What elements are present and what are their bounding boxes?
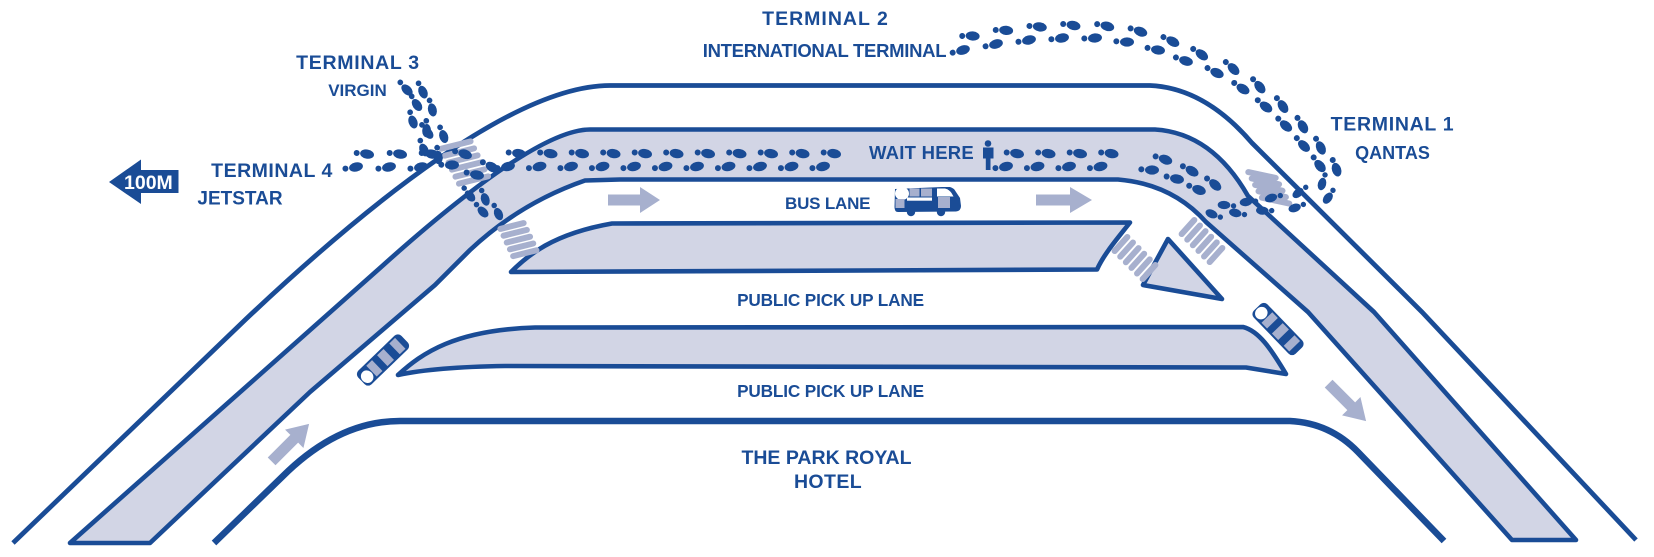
- svg-text:THE PARK ROYAL: THE PARK ROYAL: [741, 447, 911, 469]
- svg-text:100M: 100M: [124, 172, 173, 194]
- svg-text:TERMINAL 3: TERMINAL 3: [296, 52, 420, 74]
- svg-text:PUBLIC PICK UP LANE: PUBLIC PICK UP LANE: [737, 381, 924, 401]
- svg-text:BUS LANE: BUS LANE: [785, 194, 870, 213]
- svg-text:HOTEL: HOTEL: [794, 471, 862, 493]
- svg-text:WAIT HERE: WAIT HERE: [869, 142, 974, 163]
- svg-text:INTERNATIONAL TERMINAL: INTERNATIONAL TERMINAL: [703, 40, 946, 61]
- svg-text:TERMINAL 1: TERMINAL 1: [1331, 114, 1455, 136]
- svg-text:VIRGIN: VIRGIN: [328, 81, 387, 100]
- svg-text:TERMINAL 2: TERMINAL 2: [762, 8, 889, 30]
- svg-text:PUBLIC PICK UP LANE: PUBLIC PICK UP LANE: [737, 290, 924, 310]
- svg-text:QANTAS: QANTAS: [1355, 143, 1430, 163]
- svg-text:TERMINAL 4: TERMINAL 4: [211, 160, 333, 182]
- svg-text:JETSTAR: JETSTAR: [197, 189, 282, 210]
